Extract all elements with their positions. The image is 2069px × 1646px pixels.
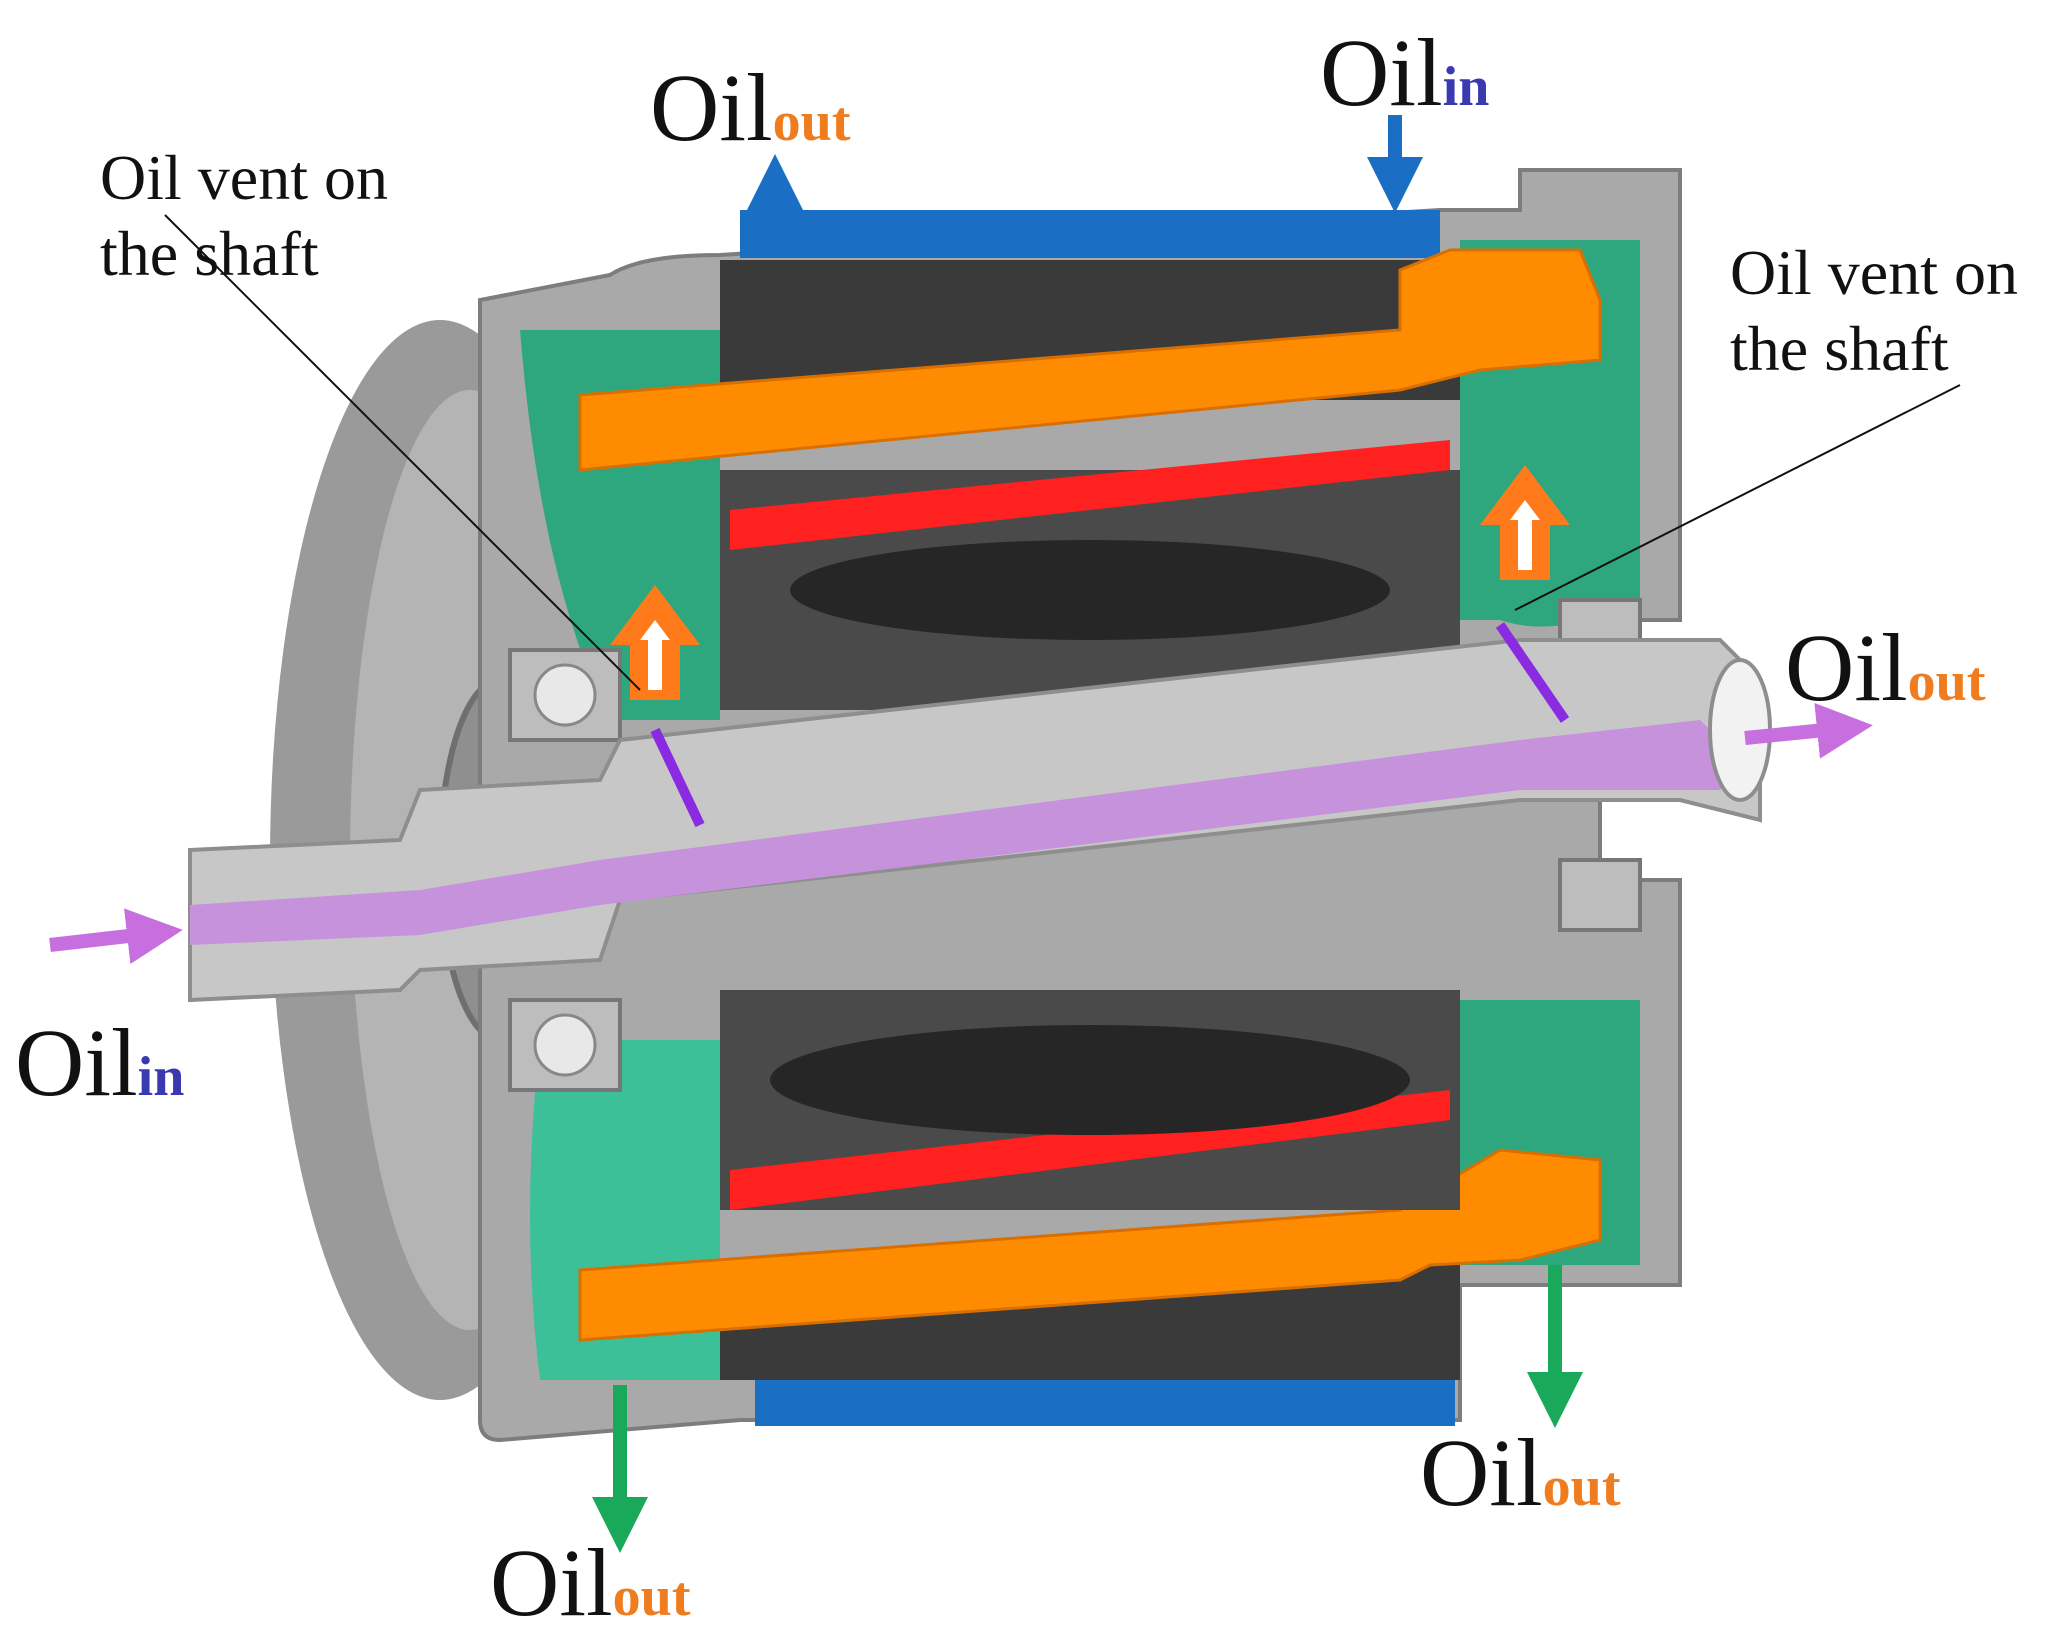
label-oil: Oil — [490, 1529, 613, 1636]
label-out: out — [1907, 651, 1986, 713]
radial-arrow-left — [610, 585, 700, 700]
bearing-bottom-right — [1558, 858, 1642, 932]
cooling-jacket-top — [740, 210, 1440, 258]
shaft-outlet-arrow — [1744, 702, 1873, 759]
label-out: out — [1542, 1456, 1621, 1518]
label-oil: Oil — [1785, 614, 1908, 721]
label-jacket-inlet: Oilin — [1320, 25, 1489, 121]
label-in: in — [137, 1046, 185, 1108]
label-jacket-outlet: Oilout — [650, 60, 850, 156]
rotor-slot-top — [790, 540, 1390, 640]
label-shaft-outlet: Oilout — [1785, 620, 1985, 716]
bearing-ball — [533, 663, 597, 727]
label-shaft-inlet: Oilin — [15, 1015, 184, 1111]
vent-right-text: Oil vent on the shaft — [1730, 237, 2018, 384]
label-drain-left: Oilout — [490, 1535, 690, 1631]
shaft-bore — [190, 720, 1740, 945]
label-vent-right: Oil vent on the shaft — [1730, 235, 2060, 387]
vent-left-text: Oil vent on the shaft — [100, 142, 388, 289]
winding-top — [578, 248, 1602, 472]
radial-arrow-right — [1480, 465, 1570, 580]
magnet-top — [730, 440, 1450, 550]
label-oil: Oil — [1420, 1419, 1543, 1526]
bearing-ball — [533, 1013, 597, 1077]
label-drain-right: Oilout — [1420, 1425, 1620, 1521]
vent-mark-right — [1495, 622, 1570, 723]
rotor-slot-bottom — [770, 1025, 1410, 1135]
cooling-jacket-bottom — [755, 1378, 1455, 1426]
label-out: out — [612, 1566, 691, 1628]
leader-line-left — [164, 214, 641, 691]
label-vent-left: Oil vent on the shaft — [100, 140, 460, 292]
leader-line-right — [1514, 384, 1961, 611]
vent-mark-left — [650, 727, 705, 828]
label-oil: Oil — [1320, 19, 1443, 126]
label-oil: Oil — [15, 1009, 138, 1116]
label-out: out — [772, 91, 851, 153]
label-in: in — [1442, 56, 1490, 118]
label-oil: Oil — [650, 54, 773, 161]
shaft-inlet-arrow — [49, 908, 183, 964]
